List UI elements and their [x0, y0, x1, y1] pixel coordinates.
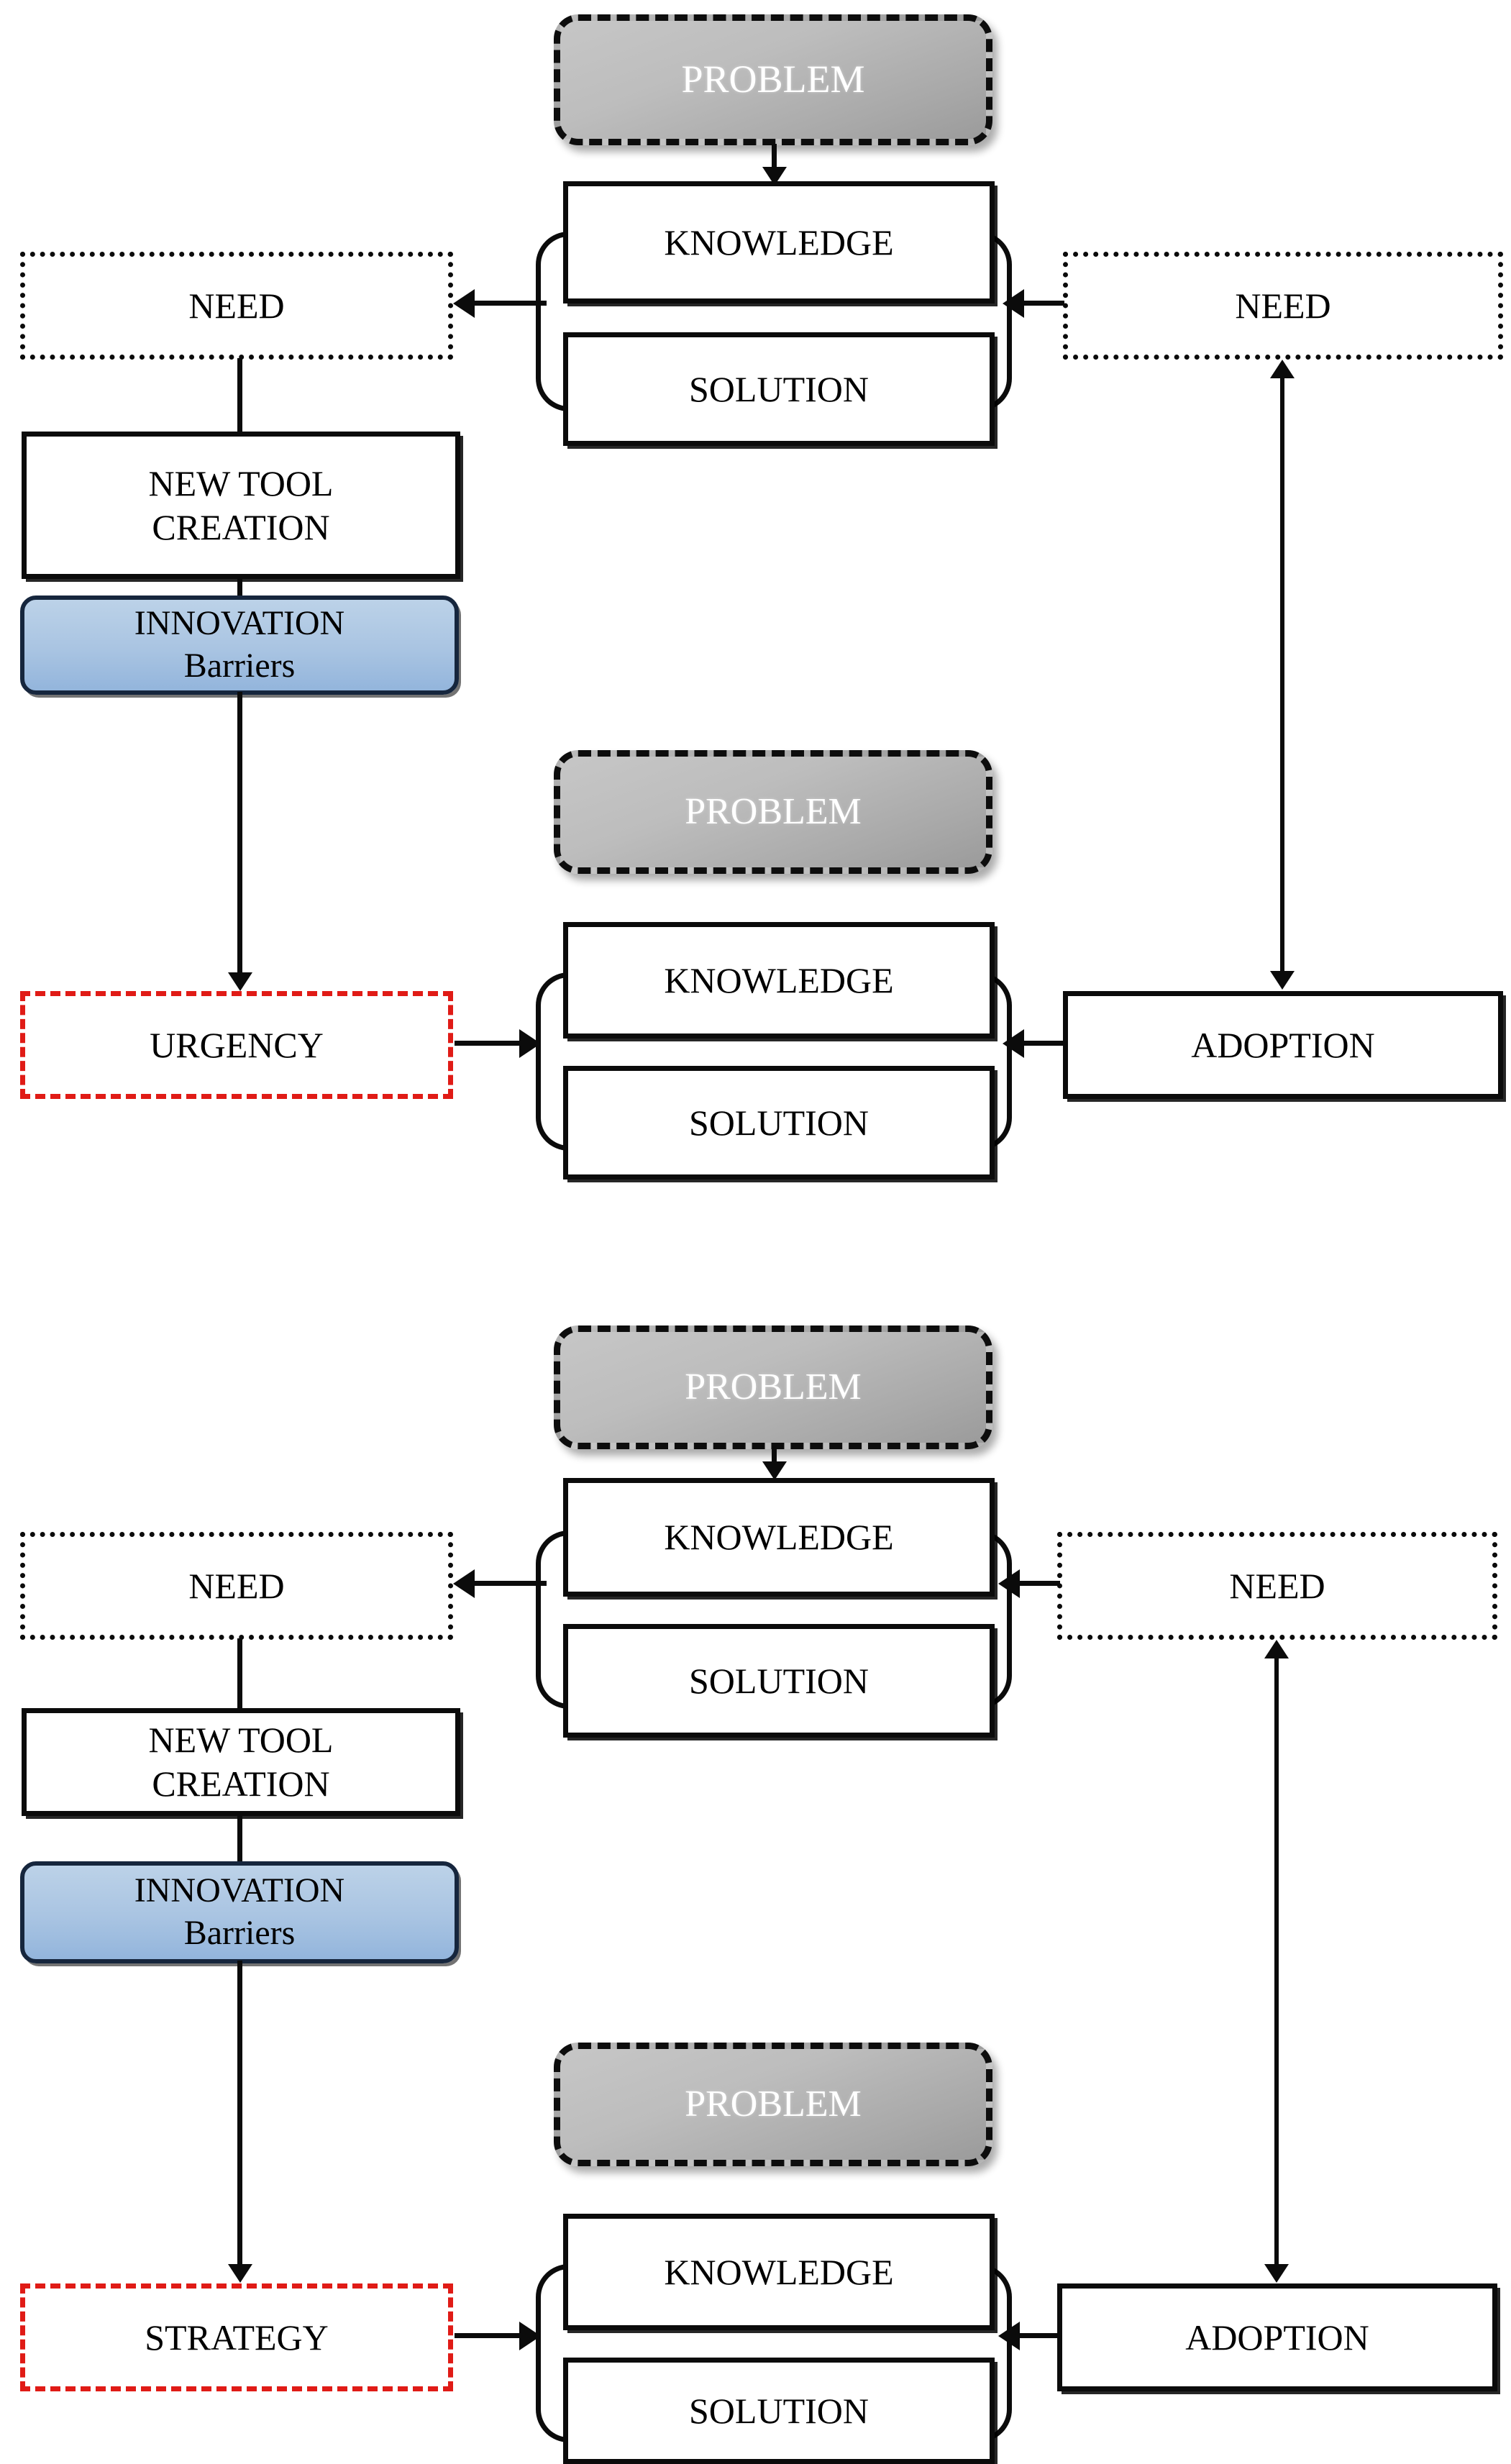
connector-need-to-newtool-1 [237, 358, 242, 434]
urgency-block-1: URGENCY [20, 991, 453, 1099]
adoption-label: ADOPTION [1185, 2317, 1369, 2358]
knowledge-label: KNOWLEDGE [664, 1517, 894, 1557]
problem-block-top-2: PROBLEM [554, 1325, 992, 1449]
new-tool-creation-block-1: NEW TOOL CREATION [22, 432, 460, 579]
solution-block-bottom-1: SOLUTION [563, 1066, 995, 1179]
arrowhead-need-right-to-core-2 [998, 1569, 1020, 1598]
connector-newtool-to-innovation-1 [237, 578, 242, 599]
new-tool-line1: NEW TOOL [148, 1720, 334, 1760]
innovation-barriers-block-1: INNOVATION Barriers [20, 596, 459, 695]
need-block-left-2: NEED [20, 1532, 453, 1640]
connector-newtool-to-innovation-2 [237, 1815, 242, 1865]
problem-block-bottom-1: PROBLEM [554, 750, 992, 874]
solution-label: SOLUTION [689, 2390, 869, 2431]
knowledge-label: KNOWLEDGE [664, 222, 894, 263]
connector-adoption-to-core-1 [1024, 1041, 1064, 1046]
need-label: NEED [188, 285, 285, 326]
connector-need-to-newtool-2 [237, 1638, 242, 1710]
new-tool-line1: NEW TOOL [148, 462, 334, 503]
connector-problem-to-knowledge-2 [772, 1446, 777, 1469]
arrowhead-up-need-adoption-2 [1264, 1640, 1289, 1658]
arrowhead-up-need-adoption-1 [1270, 360, 1295, 378]
connector-trigger-to-core-1 [455, 1041, 521, 1046]
adoption-block-2: ADOPTION [1057, 2283, 1497, 2391]
solution-block-top-1: SOLUTION [563, 332, 995, 446]
need-block-right-2: NEED [1057, 1532, 1497, 1640]
connector-need-adoption-2 [1274, 1657, 1279, 2265]
solution-label: SOLUTION [689, 1660, 869, 1701]
arrowhead-down-need-adoption-2 [1264, 2264, 1289, 2283]
arrowhead-innovation-to-trigger-1 [228, 972, 252, 991]
new-tool-line2: CREATION [152, 1763, 330, 1804]
need-label: NEED [1235, 285, 1331, 326]
connector-core-to-need-left-2 [475, 1581, 547, 1586]
innovation-line2: Barriers [183, 647, 296, 685]
knowledge-label: KNOWLEDGE [664, 959, 894, 1000]
need-label: NEED [188, 1565, 285, 1606]
innovation-barriers-block-2: INNOVATION Barriers [20, 1861, 459, 1963]
solution-label: SOLUTION [689, 368, 869, 409]
arrowhead-down-need-adoption-1 [1270, 971, 1295, 990]
new-tool-line2: CREATION [152, 506, 330, 547]
problem-label: PROBLEM [685, 2084, 862, 2125]
connector-need-right-to-core-2 [1020, 1581, 1060, 1586]
adoption-label: ADOPTION [1191, 1024, 1375, 1065]
arrowhead-problem-to-knowledge-2 [762, 1461, 787, 1480]
problem-block-bottom-2: PROBLEM [554, 2043, 992, 2166]
knowledge-block-bottom-1: KNOWLEDGE [563, 922, 995, 1039]
arrowhead-adoption-to-core-2 [998, 2322, 1020, 2350]
innovation-line2: Barriers [183, 1914, 296, 1952]
adoption-block-1: ADOPTION [1063, 991, 1503, 1099]
connector-problem-to-knowledge-1 [772, 144, 777, 174]
need-block-left-1: NEED [20, 252, 453, 360]
innovation-line1: INNOVATION [134, 604, 345, 643]
knowledge-block-bottom-2: KNOWLEDGE [563, 2214, 995, 2330]
problem-label: PROBLEM [685, 1366, 862, 1408]
problem-label: PROBLEM [685, 791, 862, 833]
connector-need-adoption-1 [1280, 377, 1284, 972]
connector-core-to-need-left-1 [475, 301, 547, 306]
solution-block-top-2: SOLUTION [563, 1624, 995, 1738]
arrowhead-innovation-to-trigger-2 [228, 2264, 252, 2283]
trigger-label: URGENCY [150, 1024, 324, 1065]
connector-innovation-to-trigger-2 [237, 1961, 242, 2270]
knowledge-label: KNOWLEDGE [664, 2251, 894, 2292]
arrowhead-core-to-need-left-2 [453, 1569, 475, 1598]
connector-adoption-to-core-2 [1020, 2333, 1060, 2338]
arrowhead-core-to-need-left-1 [453, 289, 475, 318]
solution-block-bottom-2: SOLUTION [563, 2358, 995, 2464]
connector-trigger-to-core-2 [455, 2333, 521, 2338]
solution-label: SOLUTION [689, 1102, 869, 1143]
connector-innovation-to-trigger-1 [237, 692, 242, 980]
need-block-right-1: NEED [1063, 252, 1503, 360]
arrowhead-need-right-to-core-1 [1003, 289, 1024, 318]
new-tool-creation-block-2: NEW TOOL CREATION [22, 1708, 460, 1816]
innovation-line1: INNOVATION [134, 1871, 345, 1910]
problem-label: PROBLEM [681, 58, 865, 101]
connector-need-right-to-core-1 [1024, 301, 1064, 306]
need-label: NEED [1229, 1565, 1325, 1606]
strategy-block-2: STRATEGY [20, 2283, 453, 2391]
knowledge-block-top-2: KNOWLEDGE [563, 1478, 995, 1597]
trigger-label: STRATEGY [145, 2317, 329, 2358]
problem-block-top-1: PROBLEM [554, 14, 992, 145]
knowledge-block-top-1: KNOWLEDGE [563, 181, 995, 304]
arrowhead-adoption-to-core-1 [1003, 1029, 1024, 1058]
